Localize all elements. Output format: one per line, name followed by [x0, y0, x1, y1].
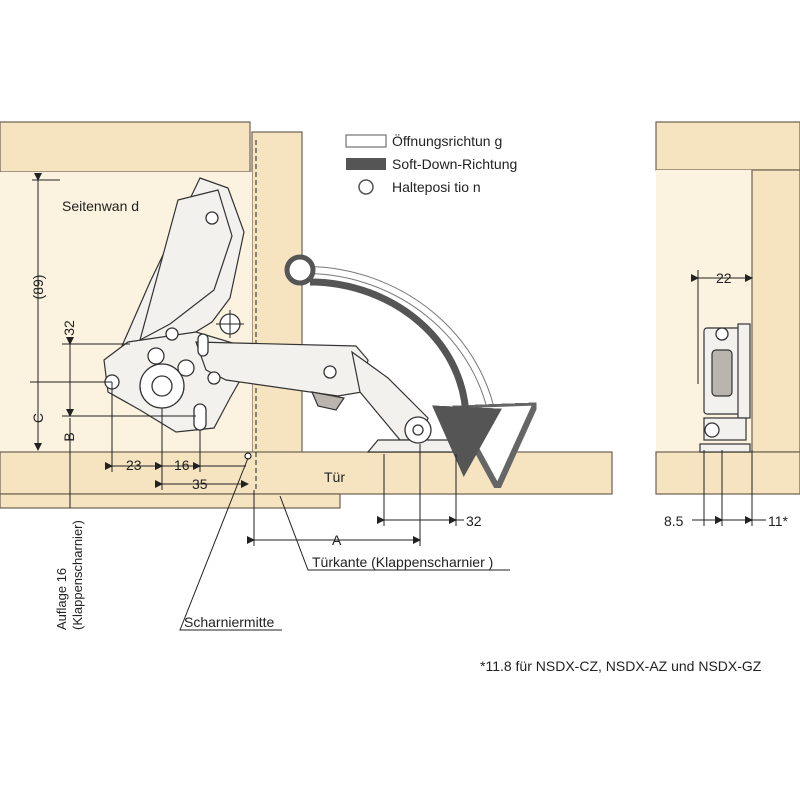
dim-89-text: (89): [30, 275, 46, 300]
dim-23-text: 23: [126, 457, 142, 473]
dim-8-5-text: 8.5: [664, 513, 684, 529]
side-wall-label: Seitenwan d: [62, 198, 139, 214]
door-edge-label: Türkante (Klappenscharnier ): [312, 554, 493, 570]
door-panel: [0, 451, 613, 495]
side-view-wall: [751, 169, 800, 453]
screw-4: [205, 211, 219, 225]
hinge-center-leader: [179, 457, 282, 631]
door-edge-leader: [279, 495, 510, 571]
side-hinge-screw-bottom: [704, 422, 720, 438]
screw-3: [165, 327, 179, 341]
side-hinge-core: [711, 349, 733, 397]
screw-1: [147, 347, 165, 365]
dim-16-text: 16: [174, 457, 190, 473]
screw-5: [207, 371, 221, 385]
bottom-strip: [0, 493, 341, 509]
hinge-long-arm: [195, 341, 369, 397]
screw-6: [323, 365, 337, 379]
side-view-door: [655, 451, 800, 495]
screw-2: [177, 359, 195, 377]
main-dimensions: (89) C 32 B 23 16 35 A: [30, 173, 482, 548]
legend-open-swatch: [345, 134, 387, 148]
dim-11-text: 11*: [768, 513, 789, 529]
hold-position-marker: [284, 254, 316, 286]
dim-32v-text: 32: [61, 320, 77, 336]
dim-b-text: B: [61, 432, 77, 441]
overlay-label-line2: (Klappenscharnier): [70, 520, 85, 630]
dim-32b-text: 32: [466, 513, 482, 529]
slot-1: [193, 403, 207, 431]
dim-35-text: 35: [192, 476, 208, 492]
soft-down-arc: [309, 278, 502, 477]
side-view: 22 8.5 11*: [655, 121, 800, 529]
hinge-arm-shadow: [311, 391, 346, 411]
side-view-top-panel: [655, 121, 800, 171]
hinge-center-label: Scharniermitte: [184, 614, 274, 630]
legend-soft-swatch: [346, 158, 386, 170]
cabinet-panels: [0, 121, 613, 509]
side-hinge-screw-top: [715, 327, 729, 341]
side-door-mount: [699, 443, 751, 453]
side-wall-panel: [251, 131, 303, 493]
overlay-label-line1: Auflage 16: [54, 568, 69, 630]
legend-hold-label: Halteposi tio n: [392, 179, 481, 195]
dim-c-text: C: [30, 413, 46, 423]
dim-22-text: 22: [716, 270, 732, 286]
legend-open-label: Öffnungsrichtun g: [392, 132, 502, 149]
door-label: Tür: [324, 469, 345, 485]
door-mount-pivot-inner: [412, 424, 424, 436]
side-hinge-plate: [737, 323, 751, 419]
legend-soft-label: Soft-Down-Richtung: [392, 156, 517, 172]
legend-hold-swatch: [358, 179, 374, 195]
slot-2: [197, 333, 209, 357]
legend: Öffnungsrichtun g Soft-Down-Richtung Hal…: [345, 132, 517, 195]
top-panel: [0, 121, 251, 173]
big-pivot-inner: [151, 375, 173, 397]
footnote: *11.8 für NSDX-CZ, NSDX-AZ und NSDX-GZ: [480, 658, 762, 674]
hinge-mechanism: [103, 177, 475, 453]
dim-a-text: A: [332, 532, 342, 548]
